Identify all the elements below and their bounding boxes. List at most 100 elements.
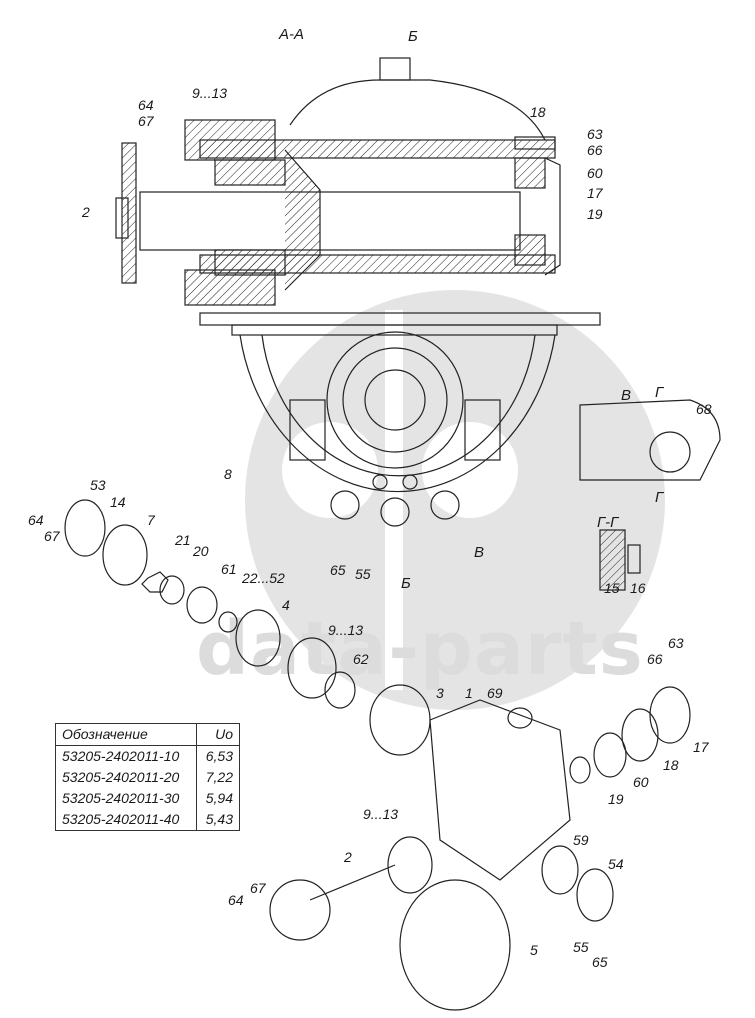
view-gg-bolt: [627, 544, 641, 574]
callout-62: 62: [353, 651, 369, 667]
part-9-13-gasket-a: [287, 637, 337, 699]
part-21-nut: [141, 571, 169, 593]
pinion-shaft: [139, 191, 521, 251]
callout-2: 2: [82, 204, 90, 220]
callout-9-13: 9...13: [192, 85, 228, 101]
housing-dome: [289, 79, 546, 141]
callout-61: 61: [221, 561, 237, 577]
header-ratio: Uo: [196, 723, 240, 746]
bolt-head-1: [330, 490, 360, 520]
part-69-plug: [507, 707, 533, 729]
callout-60-exploded: 60: [633, 774, 649, 790]
part-17-cover: [649, 686, 691, 744]
callout-67-exploded: 67: [44, 528, 60, 544]
section-aa-view: [115, 57, 601, 336]
taper-bearing-top: [214, 159, 286, 186]
bearing-cage-bottom: [184, 269, 276, 306]
callout-66-exploded: 66: [647, 651, 663, 667]
callout-20: 20: [193, 543, 209, 559]
mounting-plate: [199, 312, 601, 326]
table-row: 53205-2402011-20 7,22: [55, 767, 240, 788]
callout-7: 7: [147, 512, 155, 528]
bearing-ring-rollers: [342, 347, 448, 453]
part-62-bearing: [324, 671, 356, 709]
callout-63: 63: [587, 126, 603, 142]
callout-59: 59: [573, 832, 589, 848]
view-v-outline: [579, 399, 721, 481]
rear-bearing-top: [514, 157, 546, 189]
taper-bearing-bottom: [214, 249, 286, 276]
callout-67-exploded-b: 67: [250, 880, 266, 896]
callout-14: 14: [110, 494, 126, 510]
rear-bearing-bottom: [514, 234, 546, 266]
cover-bolt: [514, 136, 556, 150]
table-row: 53205-2402011-30 5,94: [55, 788, 240, 809]
view-gg-section: [599, 529, 626, 591]
bearing-bore: [364, 369, 426, 431]
bolt-head-3: [430, 490, 460, 520]
part-61-bearing: [186, 586, 218, 624]
carrier-outline: [239, 334, 556, 493]
part-5-ring-gear: [399, 879, 511, 1011]
callout-1: 1: [465, 685, 473, 701]
callout-55: 55: [355, 566, 371, 582]
callout-54: 54: [608, 856, 624, 872]
callout-18: 18: [530, 104, 546, 120]
bearing-ring-outer: [326, 331, 464, 469]
callout-9-13-b: 9...13: [363, 806, 399, 822]
callout-63-exploded: 63: [668, 635, 684, 651]
part-2-pinion: [269, 879, 331, 941]
callout-16: 16: [630, 580, 646, 596]
callout-64-exploded-b: 64: [228, 892, 244, 908]
callout-21: 21: [175, 532, 191, 548]
callout-64: 64: [138, 97, 154, 113]
drive-flange: [121, 142, 137, 284]
part-59-bearing: [541, 845, 579, 895]
callout-17: 17: [587, 185, 603, 201]
view-v: [579, 399, 721, 591]
watermark-gap: [385, 310, 403, 690]
part-2-shaft: [309, 864, 396, 901]
table-row: 53205-2402011-40 5,43: [55, 809, 240, 831]
bolt-head-2: [380, 497, 410, 527]
part-22-52-shims: [218, 611, 238, 633]
section-label-aa: А-А: [279, 26, 305, 43]
part-9-13-gasket-b: [387, 836, 433, 894]
lock-bolt-2: [402, 474, 418, 490]
section-label-b-top: Б: [408, 28, 418, 45]
carrier-inner-outline: [261, 334, 536, 477]
part-3-gear: [369, 684, 431, 756]
callout-53: 53: [90, 477, 106, 493]
cell-designation: 53205-2402011-30: [55, 788, 197, 809]
ratio-spec-table: Обозначение Uo 53205-2402011-10 6,53 532…: [55, 723, 240, 831]
callout-15: 15: [604, 580, 620, 596]
cell-ratio: 5,94: [196, 788, 240, 809]
bearing-cage-top: [184, 119, 276, 161]
cell-designation: 53205-2402011-40: [55, 809, 197, 831]
section-label-b-bottom: Б: [401, 575, 411, 592]
cell-ratio: 7,22: [196, 767, 240, 788]
callout-66: 66: [587, 142, 603, 158]
callout-2-exploded: 2: [344, 849, 352, 865]
callout-22-52: 22...52: [242, 570, 285, 586]
callout-55-exploded: 55: [573, 939, 589, 955]
callout-69: 69: [487, 685, 503, 701]
watermark-text: data-parts: [196, 606, 644, 692]
cell-ratio: 6,53: [196, 745, 240, 767]
part-60-bearing: [593, 732, 627, 778]
lock-bolt-1: [372, 474, 388, 490]
watermark-hole-right: [422, 422, 518, 518]
cell-designation: 53205-2402011-20: [55, 767, 197, 788]
callout-17-exploded: 17: [693, 739, 709, 755]
part-18-gasket: [621, 708, 659, 762]
table-header-row: Обозначение Uo: [55, 723, 240, 746]
callout-19: 19: [587, 206, 603, 222]
callout-9-13-a: 9...13: [328, 622, 364, 638]
part-54-nut: [576, 868, 614, 922]
callout-68: 68: [696, 401, 712, 417]
section-bb-view: [239, 331, 556, 527]
callout-65: 65: [330, 562, 346, 578]
breather-plug: [379, 57, 411, 81]
